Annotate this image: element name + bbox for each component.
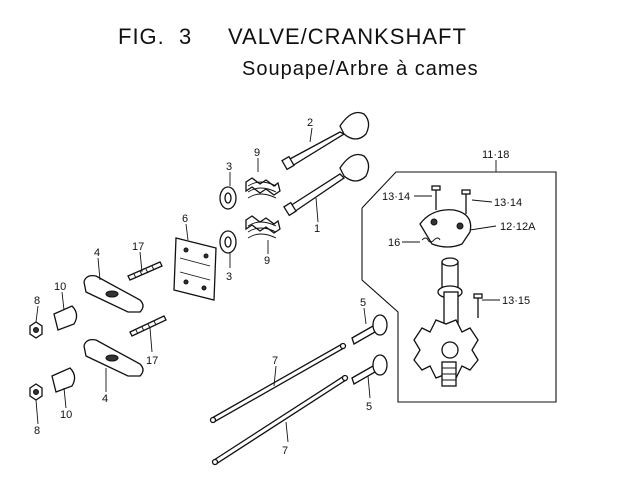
bolt-13-14-right (461, 189, 471, 214)
valve-1 (283, 153, 370, 217)
callout-3-upper: 3 (226, 161, 232, 173)
valve-2 (281, 111, 370, 171)
callout-10-upper: 10 (54, 281, 66, 293)
cap-nut-lower (51, 367, 76, 393)
stud-bolt-lower (129, 315, 167, 337)
callout-6: 6 (182, 213, 188, 225)
figure-subtitle: Soupape/Arbre à cames (242, 58, 479, 80)
callout-17-upper: 17 (132, 241, 144, 253)
callout-9-lower: 9 (264, 255, 270, 267)
assembly-box (361, 171, 557, 403)
stud-bolt-upper (127, 261, 163, 281)
callout-8-lower: 8 (34, 425, 40, 437)
callout-9-upper: 9 (254, 147, 260, 159)
figure-label: FIG. (118, 24, 165, 49)
callout-13-14-right: 13·14 (494, 197, 522, 209)
cap-nut-upper (53, 305, 78, 331)
spring-retainer-lower (219, 230, 237, 254)
spring-retainer-upper (219, 186, 237, 210)
callout-4-lower: 4 (102, 393, 108, 405)
callout-2: 2 (307, 117, 313, 129)
callout-1: 1 (314, 223, 320, 235)
rocker-arm-lower (83, 338, 144, 377)
callout-13-15: 13·15 (502, 295, 530, 307)
pushrod-lower (211, 374, 349, 466)
callout-16: 16 (388, 237, 400, 249)
rocker-arm-upper (83, 274, 144, 313)
bolt-13-14-left (431, 185, 441, 210)
callout-10-lower: 10 (60, 409, 72, 421)
pushrod-upper (209, 342, 347, 424)
tappet-upper (351, 314, 388, 345)
callout-13-14-left: 13·14 (382, 191, 410, 203)
figure-name-en: VALVE/CRANKSHAFT (228, 24, 467, 49)
governor-spring (421, 237, 441, 243)
callout-8-upper: 8 (34, 295, 40, 307)
callout-7-lower: 7 (282, 445, 288, 457)
bolt-13-15 (473, 293, 483, 318)
camshaft (413, 257, 479, 387)
figure-title: FIG. 3 VALVE/CRANKSHAFT (118, 24, 467, 50)
governor-plate (419, 209, 472, 248)
callout-11-18: 11·18 (482, 149, 509, 161)
figure-number: 3 (179, 24, 193, 49)
hex-nut-upper (29, 321, 43, 339)
valve-spring-lower (245, 215, 281, 239)
callout-3-lower: 3 (226, 271, 232, 283)
valve-spring-upper (245, 177, 281, 199)
tappet-lower (351, 354, 388, 385)
callout-7-upper: 7 (272, 355, 278, 367)
callout-5-upper: 5 (360, 297, 366, 309)
callout-12-12a: 12·12A (500, 221, 536, 233)
cover-plate (173, 237, 217, 301)
callout-5-lower: 5 (366, 401, 372, 413)
callout-4-upper: 4 (94, 247, 100, 259)
hex-nut-lower (29, 383, 43, 401)
callout-17-lower: 17 (146, 355, 158, 367)
